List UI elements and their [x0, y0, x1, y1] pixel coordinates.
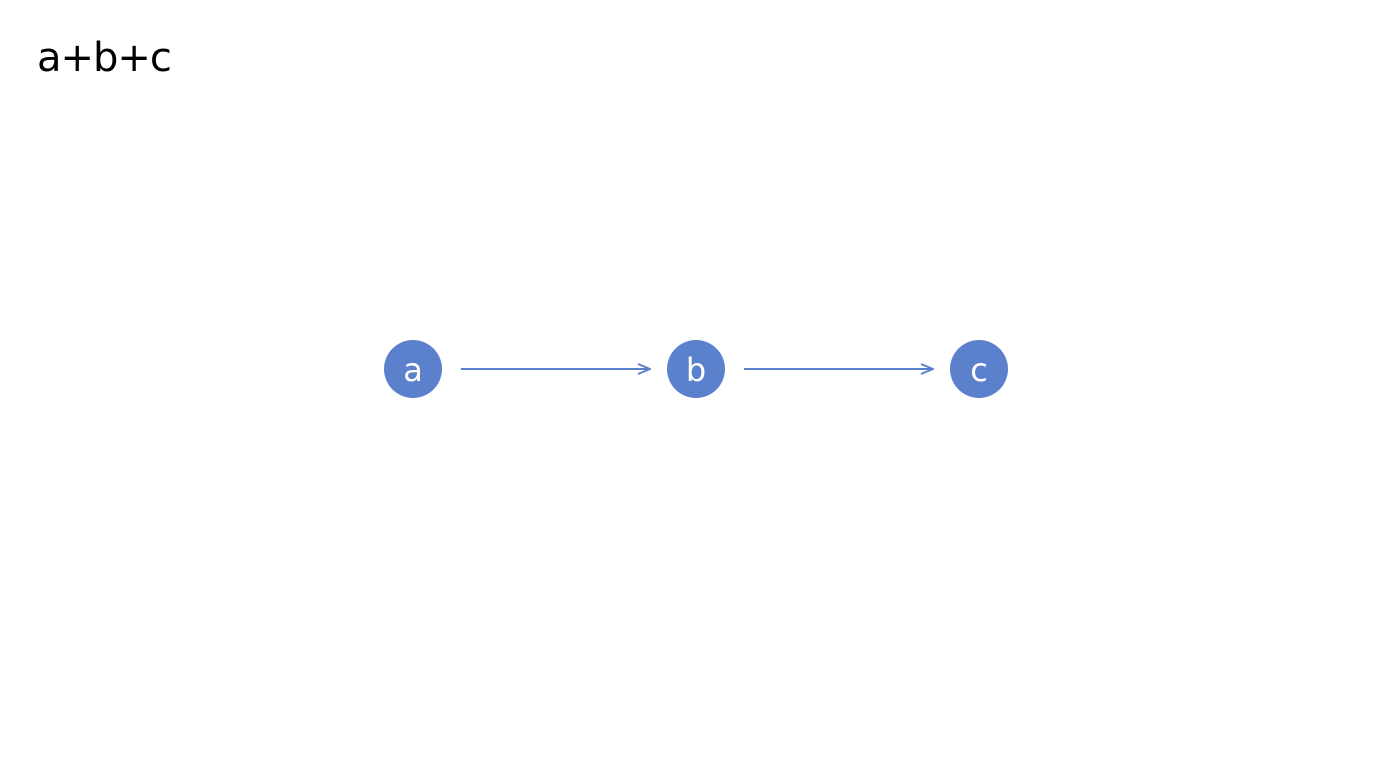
node-b: b — [667, 340, 725, 398]
node-c-label: c — [970, 351, 988, 389]
slide-title: a+b+c — [37, 35, 172, 81]
node-a: a — [384, 340, 442, 398]
node-c: c — [950, 340, 1008, 398]
node-a-label: a — [403, 351, 423, 389]
node-c-circle — [950, 340, 1008, 398]
node-b-label: b — [686, 351, 706, 389]
node-a-circle — [384, 340, 442, 398]
node-b-circle — [667, 340, 725, 398]
